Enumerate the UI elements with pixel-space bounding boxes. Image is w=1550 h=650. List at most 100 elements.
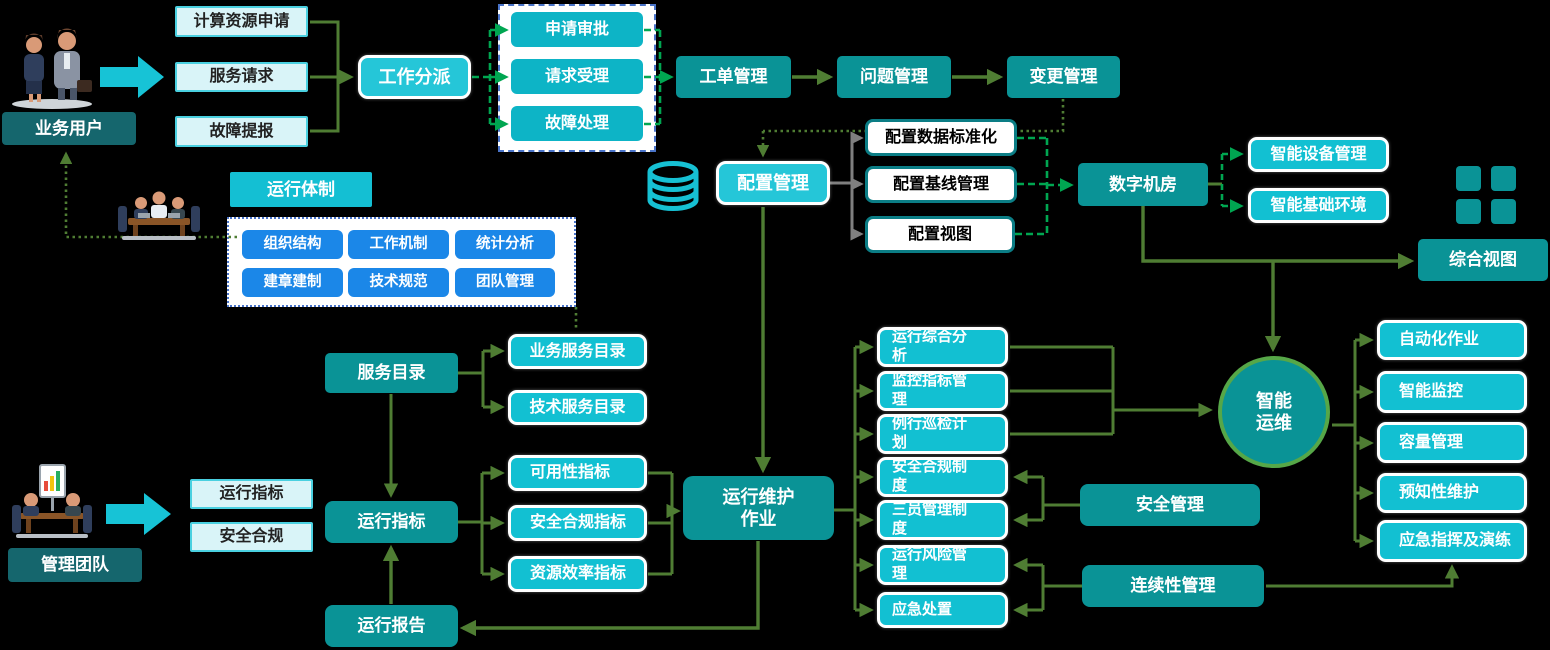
management-team-illustration [12, 464, 92, 538]
node-label: 运行指标 [219, 485, 284, 502]
node-security-compliance-rules: 安全合规制度 [877, 457, 1008, 497]
node-label: 安全合规 [219, 528, 284, 545]
node-work-mechanism: 工作机制 [348, 230, 449, 259]
node-label: 服务请求 [209, 68, 274, 85]
node-label: 运行指标 [357, 512, 426, 532]
node-application-approval: 申请审批 [511, 12, 643, 47]
node-work-dispatch: 工作分派 [358, 55, 471, 99]
node-label: 服务目录 [357, 363, 426, 383]
node-label: 变更管理 [1029, 67, 1098, 87]
node-problem-management: 问题管理 [837, 56, 951, 98]
big-arrow-users [100, 56, 164, 98]
node-intelligent-monitoring: 智能监控 [1377, 371, 1527, 413]
connector-security [1013, 469, 1080, 528]
connector-ops-branch [834, 339, 874, 618]
node-configuration-management: 配置管理 [716, 161, 830, 205]
node-config-standardization: 配置数据标准化 [865, 119, 1017, 156]
connector-config-datacenter [1015, 136, 1074, 236]
node-label: 例行巡检计划 [892, 415, 968, 451]
node-label: 运行维护作业 [722, 486, 795, 530]
node-smart-infrastructure: 智能基础环境 [1248, 188, 1389, 223]
node-input-metrics: 运行指标 [190, 479, 313, 509]
node-label: 安全合规制度 [892, 458, 968, 494]
node-business-service-catalog: 业务服务目录 [508, 334, 647, 369]
node-digital-datacenter: 数字机房 [1078, 163, 1208, 206]
node-service-catalog: 服务目录 [325, 353, 458, 393]
node-label: 工单管理 [699, 67, 768, 87]
node-label: 建章建制 [263, 274, 322, 291]
connector-datacenter-overview [1141, 206, 1415, 353]
node-label: 问题管理 [860, 67, 928, 87]
node-automation-jobs: 自动化作业 [1377, 320, 1527, 360]
big-arrow-management [106, 493, 171, 535]
node-label: 应急处置 [892, 600, 953, 618]
node-ops-maintenance-work: 运行维护作业 [683, 476, 834, 540]
node-emergency-response: 应急处置 [877, 592, 1008, 628]
node-label: 应急指挥及演练 [1399, 532, 1512, 549]
node-label: 业务服务目录 [529, 342, 626, 360]
connector-group-ticket [644, 28, 674, 126]
node-label: 配置管理 [737, 172, 809, 193]
node-label: 配置视图 [907, 225, 972, 243]
node-label: 自动化作业 [1399, 331, 1480, 348]
node-label: 综合视图 [1449, 250, 1517, 270]
node-label: 智能基础环境 [1270, 196, 1367, 214]
node-label: 业务用户 [35, 118, 103, 138]
node-technical-service-catalog: 技术服务目录 [508, 390, 647, 425]
node-continuity-management: 连续性管理 [1082, 565, 1264, 607]
node-config-baseline: 配置基线管理 [865, 166, 1017, 203]
node-ops-analysis: 运行综合分析 [877, 327, 1008, 367]
node-label: 安全合规指标 [530, 514, 627, 531]
node-operation-metrics: 运行指标 [325, 501, 458, 543]
business-users-illustration [12, 28, 92, 109]
node-monitoring-metrics: 监控指标管理 [877, 371, 1008, 411]
node-label: 计算资源申请 [193, 12, 290, 30]
node-org-structure: 组织结构 [242, 230, 343, 259]
node-label: 配置基线管理 [892, 175, 989, 193]
node-label: 智能运维 [1256, 390, 1292, 434]
node-label: 三员管理制度 [892, 501, 968, 537]
node-operation-report: 运行报告 [325, 605, 458, 647]
node-rules-establishment: 建章建制 [242, 268, 343, 297]
connector-metrics [458, 465, 681, 582]
node-label: 智能设备管理 [1270, 145, 1367, 163]
connector-dispatch-group [472, 22, 509, 132]
node-service-request: 服务请求 [175, 62, 308, 92]
node-predictive-maintenance: 预知性维护 [1377, 473, 1527, 513]
connector-change-config [756, 99, 1065, 158]
node-input-compliance: 安全合规 [190, 522, 313, 552]
node-ops-risk-management: 运行风险管理 [877, 545, 1008, 585]
node-intelligent-ops: 智能运维 [1218, 356, 1330, 468]
node-team-management: 团队管理 [455, 268, 555, 297]
connector-continuity [1013, 557, 1460, 618]
node-compliance-metrics: 安全合规指标 [508, 505, 647, 541]
node-compute-request: 计算资源申请 [175, 6, 308, 37]
connector-report [382, 541, 760, 637]
node-smart-device-management: 智能设备管理 [1248, 137, 1389, 172]
node-label: 安全管理 [1136, 495, 1204, 515]
connector-operation-system [59, 151, 578, 331]
node-emergency-command-drill: 应急指挥及演练 [1377, 520, 1527, 562]
node-label: 技术规范 [369, 274, 428, 291]
node-fault-report: 故障提报 [175, 116, 308, 147]
node-label: 连续性管理 [1130, 576, 1216, 596]
node-label: 工作分派 [378, 66, 451, 87]
node-config-view: 配置视图 [865, 216, 1015, 253]
connector-user-requests [310, 20, 354, 133]
node-label: 容量管理 [1399, 433, 1464, 451]
node-label: 配置数据标准化 [884, 128, 997, 146]
node-label: 组织结构 [263, 236, 322, 253]
connector-datacenter-branches [1208, 146, 1244, 214]
connector-catalog [383, 343, 505, 498]
node-security-management: 安全管理 [1080, 484, 1260, 526]
node-label: 可用性指标 [530, 464, 611, 481]
node-label: 智能监控 [1399, 383, 1464, 400]
node-operation-system-title: 运行体制 [230, 172, 372, 207]
node-business-users: 业务用户 [2, 112, 136, 145]
node-label: 管理团队 [41, 555, 109, 575]
grid-icon [1456, 166, 1516, 224]
node-efficiency-metrics: 资源效率指标 [508, 556, 647, 592]
node-label: 数字机房 [1109, 174, 1177, 194]
node-label: 工作机制 [369, 236, 428, 253]
